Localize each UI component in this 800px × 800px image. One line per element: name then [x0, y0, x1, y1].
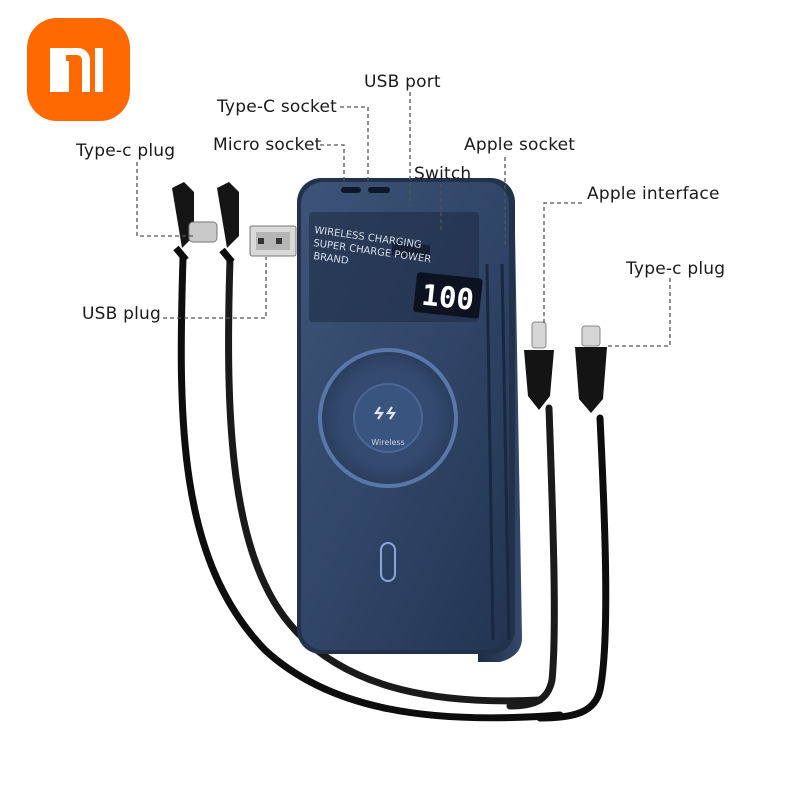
leader-micro-socket: [320, 144, 345, 184]
typec-socket-label: Type-C socket: [217, 97, 338, 117]
display-value: 100: [420, 278, 476, 317]
typec-plug-right-connector: [581, 325, 601, 347]
leader-typec-plug-left: [136, 162, 196, 237]
callout-lines: [136, 92, 671, 347]
lightning-bolts-icon: [373, 406, 397, 420]
cables: [177, 254, 610, 722]
micro-socket-port: [341, 187, 361, 193]
leader-typec-socket: [340, 106, 369, 185]
xiaomi-logo: [27, 18, 130, 121]
svg-text:Wireless: Wireless: [371, 438, 404, 447]
right-plugs: [524, 321, 607, 413]
typec-socket-port: [368, 187, 390, 193]
typec-plug-left-connector: [188, 221, 218, 243]
right-cable-outer: [536, 414, 610, 722]
usb-port-label: USB port: [364, 72, 441, 92]
apple-socket-label: Apple socket: [464, 135, 576, 155]
typec-plug-left-label: Type-c plug: [76, 141, 176, 161]
led-display: 100: [413, 272, 483, 319]
left-plugs: [172, 182, 297, 265]
usb-plug-label: USB plug: [82, 304, 161, 324]
left-cable-inner: [225, 256, 544, 705]
left-cable-outer: [177, 254, 564, 722]
switch-label: Switch: [414, 164, 472, 184]
indicator-light: [380, 542, 396, 582]
apple-interface-label: Apple interface: [587, 184, 720, 204]
micro-socket-label: Micro socket: [213, 135, 322, 155]
power-bank: WIRELESS CHARGING SUPER CHARGE POWER BRA…: [297, 178, 522, 662]
leader-typec-plug-right: [608, 278, 671, 347]
right-cable-inner: [506, 404, 558, 710]
apple-interface-connector: [531, 321, 547, 349]
front-print-line-3: BRAND: [313, 251, 350, 267]
leader-apple-interface: [543, 202, 582, 324]
typec-plug-right-label: Type-c plug: [626, 259, 726, 279]
leader-usb-plug: [163, 257, 267, 319]
